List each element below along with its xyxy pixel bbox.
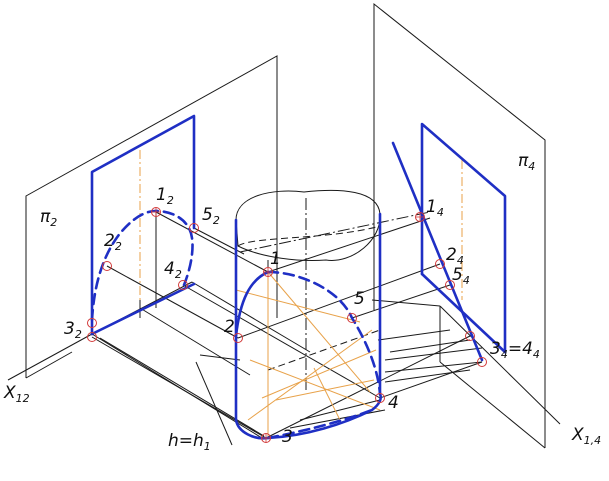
- label-h: h=h1: [168, 431, 211, 453]
- label-pi4: π4: [518, 151, 535, 173]
- label-x14: X1,4: [571, 425, 601, 447]
- label-3: 3: [282, 427, 293, 447]
- marker-4-2: [178, 280, 188, 290]
- marker-4: [375, 393, 385, 403]
- plane-pi4: [373, 2, 546, 449]
- construction-lines: [139, 150, 463, 436]
- cylinder: [235, 189, 431, 420]
- label-34-4: 34=44: [490, 339, 540, 361]
- marker-1: [263, 267, 273, 277]
- label-5-4: 54: [452, 265, 470, 287]
- marker-5-2: [189, 223, 199, 233]
- marker-2-2: [102, 261, 112, 271]
- label-3-2: 32: [64, 319, 82, 341]
- label-1: 1: [270, 249, 281, 269]
- label-2-2: 22: [104, 231, 122, 253]
- label-4-2: 42: [164, 259, 182, 281]
- marker-1-2: [151, 207, 161, 217]
- pi4-section-line: [391, 141, 484, 362]
- marker-1-4: [415, 212, 425, 222]
- marker-34-4-b: [477, 357, 487, 367]
- marker-5-4: [445, 280, 455, 290]
- label-x12: X12: [3, 383, 30, 405]
- plane-pi2: [25, 55, 278, 379]
- marker-2: [233, 333, 243, 343]
- label-5: 5: [354, 289, 365, 309]
- marker-3-2-a: [87, 318, 97, 328]
- marker-3: [261, 433, 271, 443]
- label-pi2: π2: [40, 207, 57, 229]
- marker-5: [347, 313, 357, 323]
- point-markers: [87, 207, 487, 443]
- label-4: 4: [388, 393, 399, 413]
- label-5-2: 52: [202, 205, 220, 227]
- label-2: 2: [224, 317, 235, 337]
- marker-34-4-a: [465, 331, 475, 341]
- pi4-section-frame: [420, 122, 507, 354]
- projection-lines: [91, 211, 483, 439]
- marker-3-2-b: [87, 332, 97, 342]
- pi2-section-curve: [90, 209, 194, 322]
- pi2-section-frame: [90, 114, 196, 336]
- label-1-2: 12: [156, 185, 174, 207]
- label-1-4: 14: [426, 197, 444, 219]
- labels: π2 π4 X12 X1,4 h=h1 12 22 32 42 52 1 2 3…: [3, 151, 601, 453]
- label-2-4: 24: [446, 245, 464, 267]
- section-curves: [90, 114, 507, 440]
- marker-2-4: [435, 259, 445, 269]
